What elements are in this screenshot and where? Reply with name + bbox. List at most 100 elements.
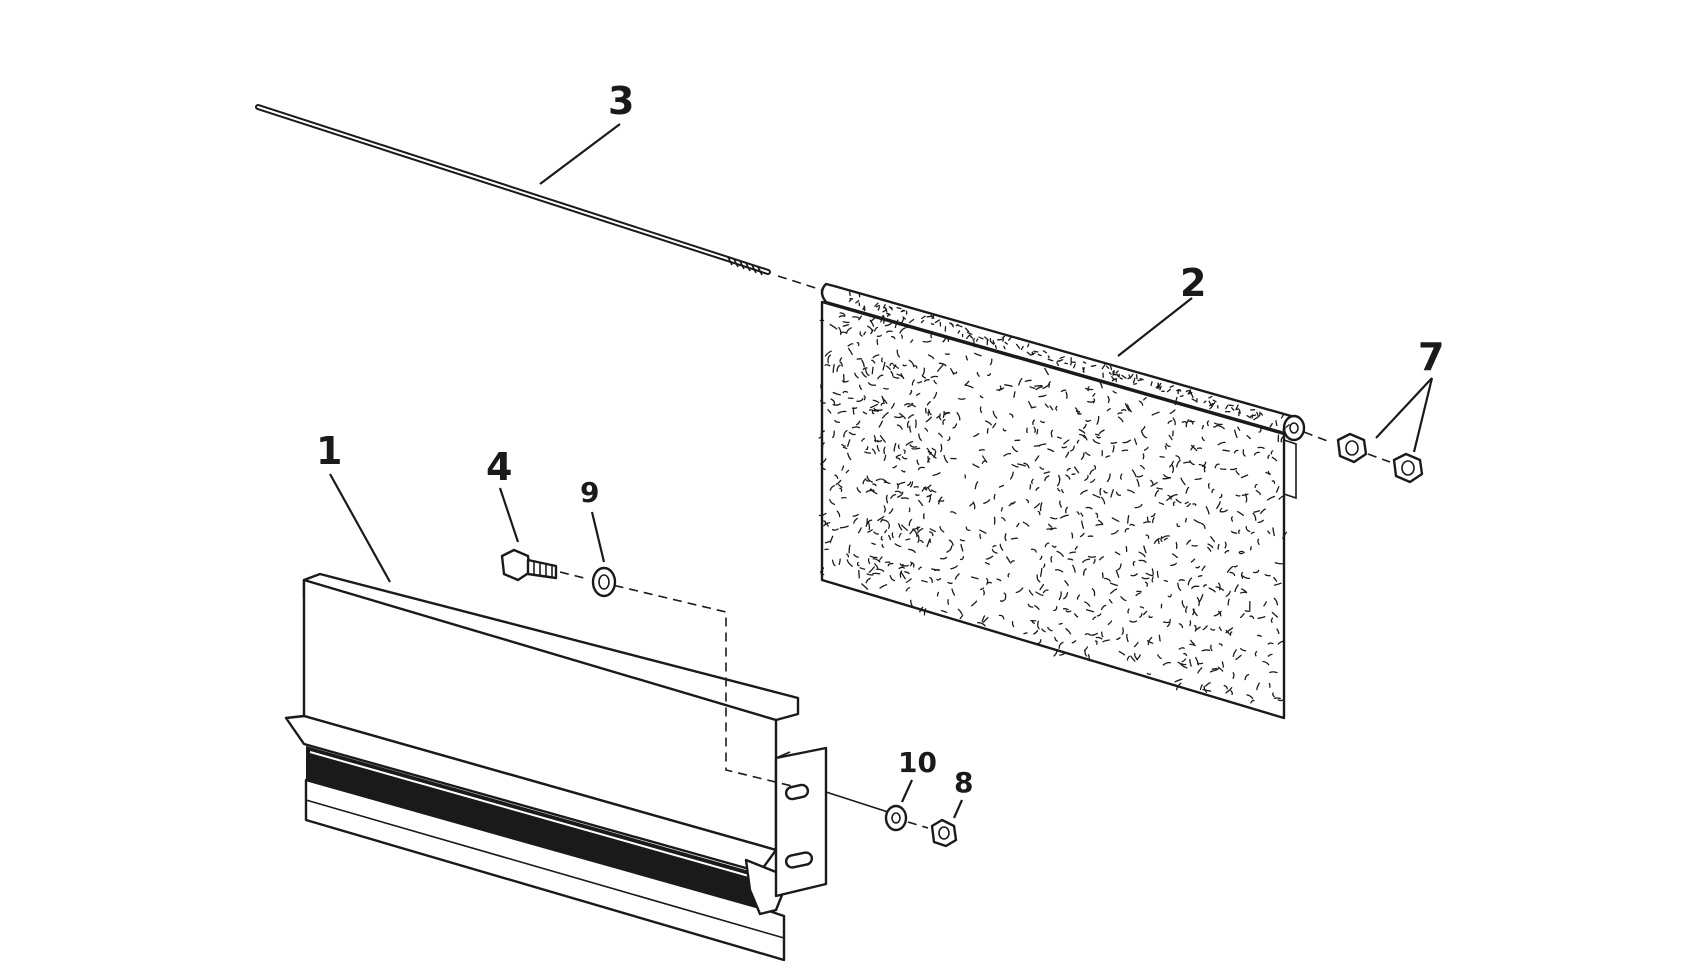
texture-speck — [1036, 574, 1041, 583]
texture-speck — [883, 505, 886, 513]
texture-speck — [1205, 506, 1210, 515]
texture-speck — [1183, 652, 1188, 657]
texture-speck — [1210, 644, 1213, 652]
texture-speck — [1258, 427, 1262, 433]
texture-speck — [829, 535, 834, 544]
texture-speck — [1126, 633, 1129, 643]
hinge-speck — [1159, 385, 1162, 391]
hinge-speck — [908, 318, 915, 324]
texture-speck — [973, 340, 976, 348]
texture-speck — [1136, 590, 1142, 593]
texture-speck — [826, 522, 830, 527]
texture-speck — [861, 583, 869, 590]
texture-speck — [1209, 668, 1218, 673]
hinge-speck — [896, 306, 902, 310]
texture-speck — [1039, 555, 1043, 560]
texture-speck — [1194, 624, 1197, 632]
texture-speck — [1047, 448, 1055, 453]
texture-speck — [1185, 419, 1190, 428]
texture-speck — [1256, 634, 1262, 637]
hinge-speck — [992, 340, 995, 345]
texture-speck — [1124, 528, 1130, 533]
texture-speck — [1230, 690, 1233, 696]
texture-speck — [917, 466, 925, 471]
texture-speck — [1162, 661, 1171, 666]
texture-speck — [998, 484, 1005, 488]
texture-speck — [1091, 588, 1096, 597]
texture-speck — [852, 407, 855, 415]
hinge-speck — [934, 319, 941, 324]
texture-speck — [1208, 587, 1216, 593]
texture-speck — [908, 518, 913, 527]
bolt-part-4 — [500, 548, 585, 582]
texture-speck — [1059, 651, 1067, 656]
texture-speck — [820, 430, 825, 436]
texture-speck — [1016, 522, 1020, 528]
texture-speck — [892, 376, 900, 379]
texture-speck — [1039, 502, 1043, 512]
texture-speck — [1010, 471, 1014, 480]
texture-speck — [980, 587, 985, 591]
texture-speck — [931, 447, 936, 451]
texture-speck — [830, 398, 836, 405]
texture-speck — [883, 387, 889, 390]
texture-speck — [1273, 582, 1282, 586]
hinge-speck — [1208, 395, 1213, 399]
texture-speck — [1096, 415, 1100, 425]
texture-speck — [888, 534, 891, 541]
texture-speck — [905, 440, 914, 446]
texture-speck — [1181, 658, 1187, 663]
texture-speck — [1033, 630, 1039, 635]
hinge-speck — [1166, 388, 1172, 393]
texture-speck — [1065, 474, 1071, 480]
texture-speck — [947, 436, 951, 442]
texture-speck — [907, 414, 915, 419]
texture-speck — [1030, 548, 1037, 553]
texture-speck — [1190, 444, 1198, 452]
texture-speck — [876, 334, 882, 337]
tab-slot-upper — [784, 783, 810, 801]
texture-speck — [1225, 590, 1231, 597]
texture-speck — [838, 558, 841, 566]
texture-speck — [938, 413, 942, 421]
texture-speck — [1026, 427, 1028, 434]
texture-speck — [1229, 631, 1233, 636]
flap-texture — [818, 291, 1290, 704]
hinge-speck — [1001, 335, 1006, 339]
texture-speck — [1184, 501, 1189, 505]
texture-speck — [1050, 516, 1058, 520]
nut-7b — [1392, 452, 1424, 484]
texture-speck — [1233, 565, 1238, 568]
texture-speck — [1271, 480, 1276, 484]
texture-speck — [1104, 577, 1111, 582]
texture-speck — [1218, 643, 1223, 647]
texture-speck — [1141, 431, 1148, 439]
texture-speck — [1252, 569, 1260, 574]
texture-speck — [818, 512, 827, 517]
texture-speck — [946, 545, 953, 553]
texture-speck — [1004, 533, 1007, 542]
texture-speck — [865, 368, 870, 377]
texture-speck — [883, 481, 891, 485]
texture-speck — [901, 469, 906, 473]
texture-speck — [1221, 661, 1225, 668]
texture-speck — [1044, 475, 1050, 482]
texture-speck — [856, 398, 864, 402]
texture-speck — [1130, 573, 1138, 577]
texture-speck — [1080, 489, 1088, 495]
rod-dash-line — [777, 275, 823, 291]
texture-speck — [1036, 429, 1039, 435]
texture-speck — [872, 399, 880, 404]
texture-speck — [1262, 660, 1270, 666]
texture-speck — [971, 600, 978, 607]
texture-speck — [1200, 522, 1206, 530]
hinge-speck — [964, 327, 970, 333]
texture-speck — [839, 357, 843, 362]
texture-speck — [1240, 588, 1247, 593]
texture-speck — [842, 324, 850, 327]
label-part-4: 4 — [486, 445, 512, 489]
rod-thread — [727, 256, 763, 276]
texture-speck — [1046, 527, 1054, 530]
texture-speck — [1167, 420, 1173, 425]
texture-speck — [1202, 688, 1212, 692]
